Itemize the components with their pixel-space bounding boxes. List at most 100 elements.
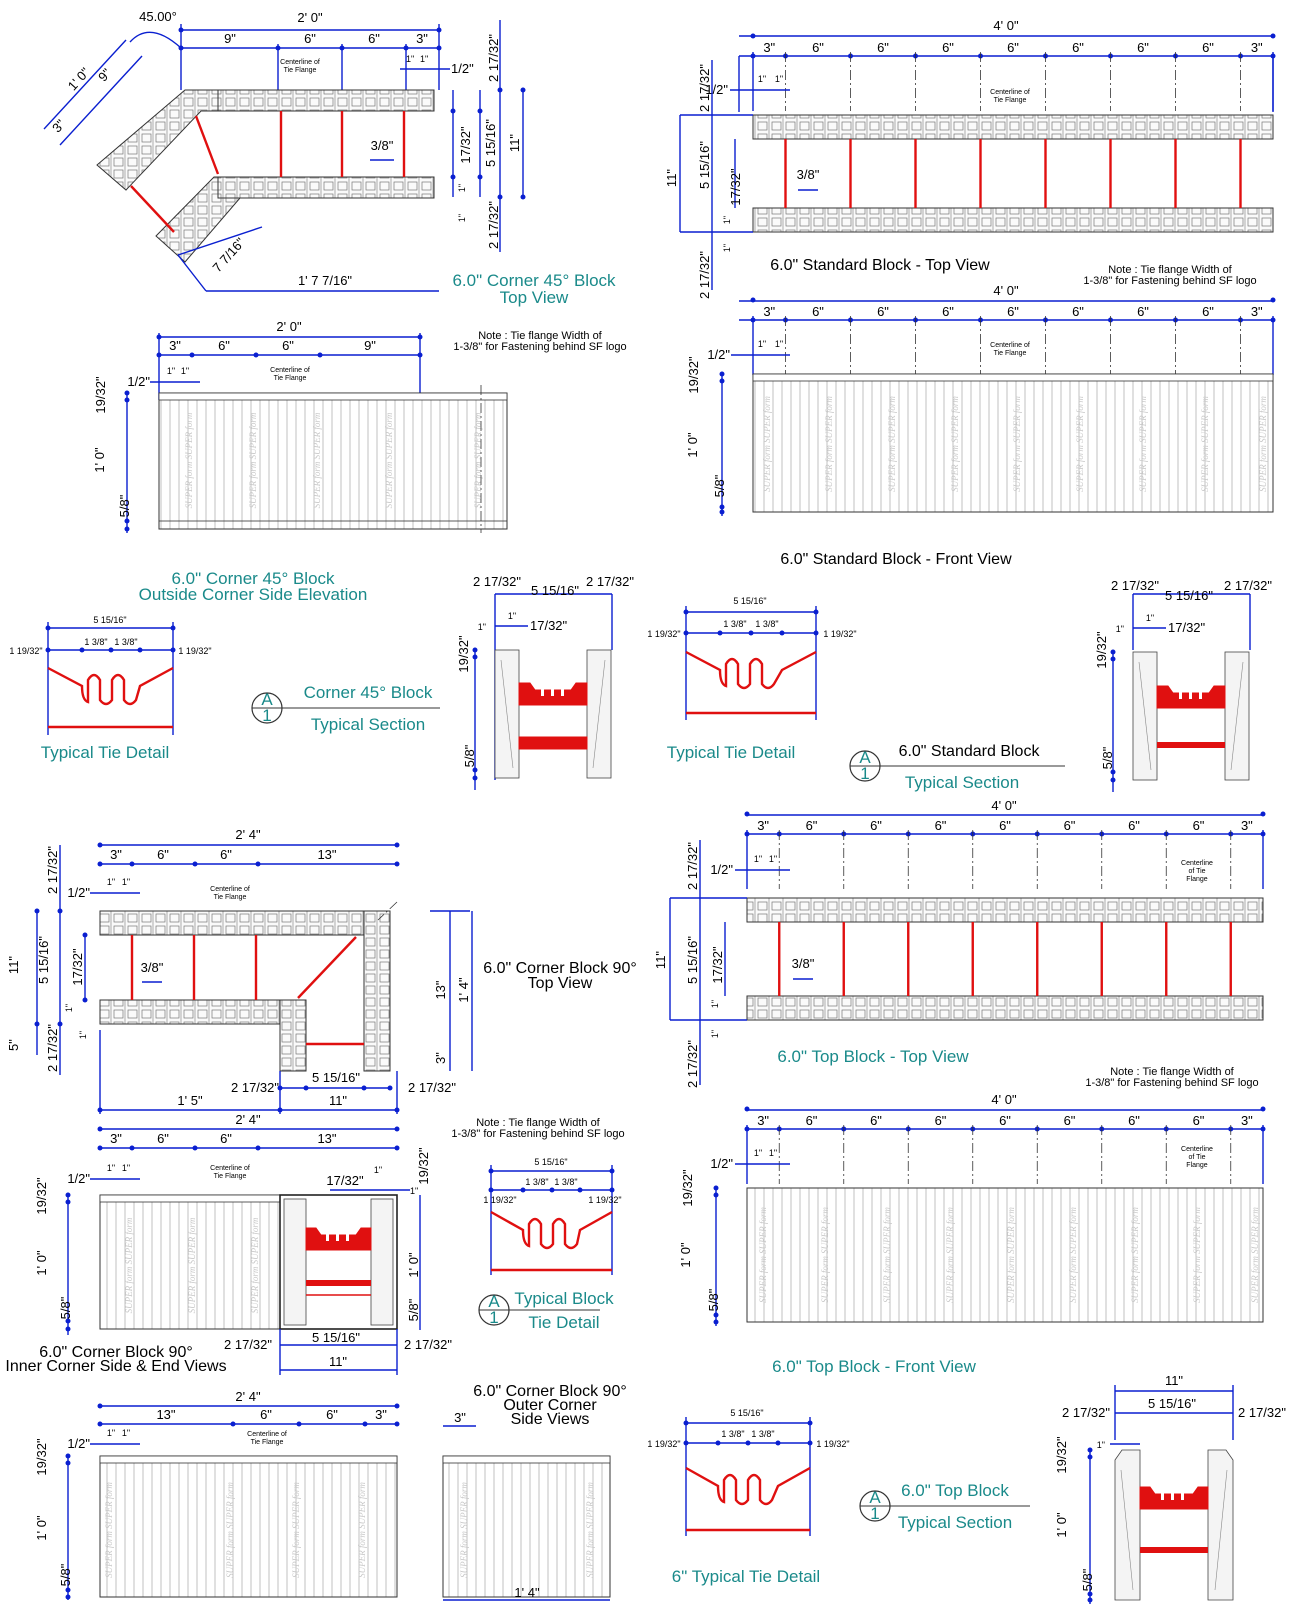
dim-5-8: 5/8" — [706, 1288, 721, 1311]
dim-5-15-16: 5 15/16" — [312, 1330, 360, 1345]
brand-logo: SUPER form SUPER form — [1012, 396, 1022, 492]
dim-2-17-32: 2 17/32" — [697, 64, 712, 112]
brand-logo: SUPER form SUPER form — [1075, 396, 1085, 492]
view-subtitle: Top View — [528, 975, 593, 992]
dim-5-15-16: 5 15/16" — [1165, 588, 1213, 603]
dim-4ft: 4' 0" — [991, 1092, 1017, 1107]
view-title: 6.0" Corner 45° Block — [452, 271, 616, 290]
dim-label: 6" — [1007, 40, 1019, 55]
dim-17-32: 17/32" — [530, 618, 568, 633]
dim-1-3-8: 1 3/8" — [723, 619, 746, 629]
section-title: 6.0" Top Block — [901, 1481, 1009, 1500]
dim-5-15-16: 5 15/16" — [312, 1070, 360, 1085]
brand-logo: SUPER form SUPER form — [291, 1482, 301, 1578]
dim-1: 1" — [710, 1000, 720, 1008]
dim-1ft: 1' 0" — [34, 1250, 49, 1276]
dim-tick — [750, 297, 756, 303]
top-block-section: 11" 2 17/32" 5 15/16" 2 17/32" 1" 19/32"… — [1054, 1373, 1286, 1604]
dim-1: 1" — [107, 1163, 115, 1173]
dim-label: 6" — [1128, 818, 1140, 833]
brand-logo: SUPER form SUPER form — [945, 1207, 955, 1303]
dim-19-32: 19/32" — [93, 376, 108, 414]
dim-5-8: 5/8" — [1080, 1568, 1095, 1591]
dim-13: 13" — [156, 1407, 175, 1422]
dim-1-3-8: 1 3/8" — [114, 637, 137, 647]
dim-half: 1/2" — [705, 82, 728, 97]
dim-13: 13" — [433, 980, 448, 999]
view-subtitle: Side Views — [511, 1411, 590, 1428]
dim-17-32: 17/32" — [1168, 620, 1206, 635]
dim-label: 3" — [1241, 1113, 1253, 1128]
tie-detail-2: 5 15/16" 1 19/32" 1 19/32" 1 3/8" 1 3/8"… — [647, 596, 856, 762]
brand-logo: SUPER form SUPER form — [824, 396, 834, 492]
view-subtitle: Outer Corner — [503, 1397, 597, 1414]
dim-3: 3" — [169, 338, 181, 353]
dim-11: 11" — [329, 1354, 347, 1369]
brand-logo: SUPER form SUPER form — [1250, 1207, 1260, 1303]
brand-logo: SUPER form SUPER form — [124, 1217, 134, 1313]
dim-11: 11" — [507, 134, 522, 152]
top-block-section-mark: A 1 6.0" Top Block Typical Section — [859, 1481, 1030, 1532]
note-line: Note : Tie flange Width of — [1110, 1066, 1234, 1078]
dim-19-32: 19/32" — [34, 1177, 49, 1215]
dim-1ft-4: 1' 4" — [456, 977, 471, 1003]
dim-1-3-8: 1 3/8" — [554, 1177, 577, 1187]
dim-5-15-16: 5 15/16" — [483, 119, 498, 167]
brand-logo: SUPER form SUPER form — [225, 1482, 235, 1578]
centerline-label: Flange — [1186, 876, 1208, 883]
dim-label: 6" — [806, 818, 818, 833]
dim-label: 6" — [870, 818, 882, 833]
dim-2-17-32: 2 17/32" — [685, 1040, 700, 1088]
view-title: 6.0" Corner Block 90° — [483, 960, 636, 977]
dim-1-3-8: 1 3/8" — [84, 637, 107, 647]
dim-9: 9" — [95, 65, 114, 84]
dim-1: 1" — [508, 611, 516, 621]
top-block-front-view: 4' 0" 3"6"6"6"6"6"6"6"3" Centerline of T… — [678, 1092, 1266, 1376]
dim-2-17-32: 2 17/32" — [1062, 1405, 1110, 1420]
dim-tick — [744, 811, 750, 817]
dim-label: 6" — [1137, 40, 1149, 55]
dim-1-3-8: 1 3/8" — [751, 1429, 774, 1439]
dim-13: 13" — [317, 847, 336, 862]
dim-6: 6" — [220, 1131, 232, 1146]
dim-1ft: 1' 0" — [92, 447, 107, 473]
dim-label: 3" — [1251, 40, 1263, 55]
tie-detail-6in: 5 15/16" 1 19/32" 1 19/32" 1 3/8" 1 3/8"… — [647, 1408, 849, 1586]
dim-6: 6" — [260, 1407, 272, 1422]
dim-label: 3" — [763, 40, 775, 55]
view-title: Typical Tie Detail — [667, 743, 796, 762]
dim-1: 1" — [374, 1165, 382, 1175]
dim-2-17-32: 2 17/32" — [404, 1337, 452, 1352]
dim-label: 6" — [1072, 304, 1084, 319]
dim-label: 6" — [999, 1113, 1011, 1128]
view-title: 6.0" Top Block - Top View — [777, 1047, 969, 1066]
dim-1: 1" — [64, 1004, 74, 1012]
note-line: 1-3/8" for Fastening behind SF logo — [451, 1128, 624, 1140]
corner90-outer-views: 2' 4" 13" 6" 6" 3" Centerline of Tie Fla… — [34, 1383, 627, 1601]
dim-label: 6" — [942, 40, 954, 55]
dim-5-8: 5/8" — [462, 744, 477, 767]
dim-6: 6" — [282, 338, 294, 353]
dim-label: 6" — [935, 1113, 947, 1128]
view-subtitle: Top View — [500, 288, 569, 307]
dim-1-3-8: 1 3/8" — [721, 1429, 744, 1439]
dim-2-17-32: 2 17/32" — [586, 574, 634, 589]
dim-2-17-32: 2 17/32" — [45, 846, 60, 894]
dim-6: 6" — [304, 31, 316, 46]
section-subtitle: Typical Section — [905, 773, 1019, 792]
dim-3: 3" — [110, 1131, 122, 1146]
dim-19-32: 19/32" — [34, 1438, 49, 1476]
dim-1: 1" — [1116, 624, 1124, 634]
standard-section: 2 17/32" 5 15/16" 2 17/32" 1" 1" 17/32" … — [1094, 578, 1272, 792]
dim-1-19-32: 1 19/32" — [647, 1439, 680, 1449]
dim-5-15-16: 5 15/16" — [697, 141, 712, 189]
dim-19-32: 19/32" — [1054, 1436, 1069, 1474]
standard-top-view: 4' 0" 3"6"6"6"6"6"6"6"3" Centerline of T… — [664, 18, 1276, 299]
dim-tick — [744, 1106, 750, 1112]
centerline-label: Tie Flange — [994, 350, 1027, 357]
dim-1ft-4: 1' 4" — [514, 1585, 540, 1600]
dim-2-17-32: 2 17/32" — [231, 1080, 279, 1095]
dim-11: 11" — [329, 1093, 347, 1108]
centerline-label: Tie Flange — [214, 894, 247, 901]
dim-2-17-32: 2 17/32" — [1224, 578, 1272, 593]
